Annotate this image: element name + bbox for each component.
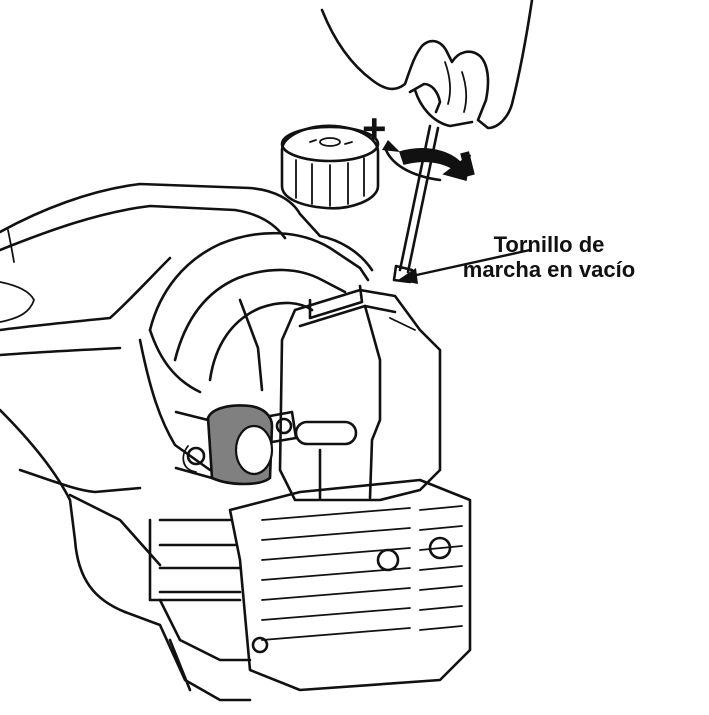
idle-screw-callout: Tornillo de marcha en vacío: [449, 232, 649, 282]
starter-grill: [148, 478, 472, 692]
callout-line-2: marcha en vacío: [462, 257, 636, 282]
callout-line-1: Tornillo de: [493, 232, 605, 257]
air-filter-cover: [148, 231, 370, 392]
engine-housing: [0, 182, 374, 702]
primer-bulb: [174, 404, 298, 486]
callout-leader-arrow: [398, 248, 531, 284]
increase-sign: +: [362, 105, 387, 152]
fuel-cap: [280, 124, 380, 210]
cylinder-shroud: [278, 284, 442, 502]
rotation-arrow: [382, 140, 472, 182]
